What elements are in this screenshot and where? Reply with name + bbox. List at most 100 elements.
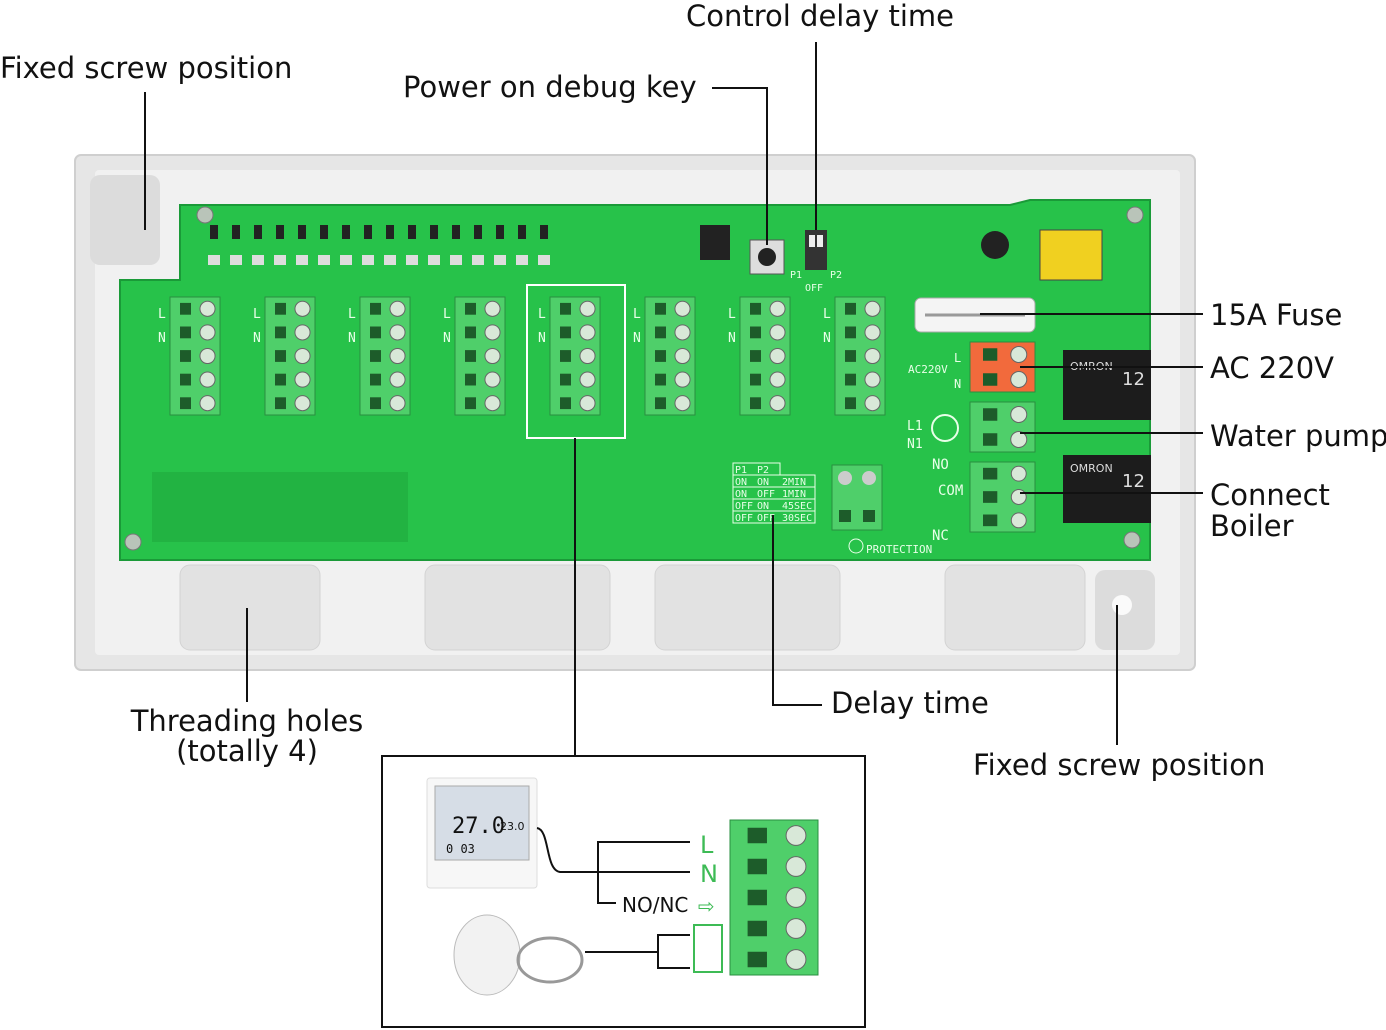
delay-table-cell: ON xyxy=(735,489,747,500)
delay-table-cell: 30SEC xyxy=(782,513,812,524)
callout-delay-time: Delay time xyxy=(831,686,989,720)
screw-icon xyxy=(199,324,216,341)
resistor xyxy=(428,255,440,265)
relay-pump: OMRON 12 xyxy=(1063,350,1151,420)
screw-icon xyxy=(389,300,406,317)
inset-nonc-label: NO/NC xyxy=(622,893,688,917)
inset-n-label: N xyxy=(700,860,718,888)
wire-slot xyxy=(180,302,191,315)
screw-icon xyxy=(785,887,807,908)
zone-l-label: L xyxy=(158,307,166,322)
wire-slot xyxy=(465,373,476,386)
wire-slot xyxy=(275,397,286,410)
inset-terminal xyxy=(729,819,819,976)
screw-icon xyxy=(294,324,311,341)
wire-slot xyxy=(370,350,381,362)
mount-screw xyxy=(1123,531,1141,549)
pump-icon xyxy=(931,414,959,442)
boiler-terminal xyxy=(969,461,1036,533)
transformer xyxy=(1039,229,1103,281)
led xyxy=(496,225,504,239)
screw-icon xyxy=(579,371,596,388)
zone-l-label: L xyxy=(538,307,546,322)
screw-icon xyxy=(294,300,311,317)
wire-slot xyxy=(275,350,286,362)
wire-slot xyxy=(983,348,998,361)
screw-icon xyxy=(484,300,501,317)
zone-l-label: L xyxy=(823,307,831,322)
resistor xyxy=(252,255,264,265)
zone-n-label: N xyxy=(158,331,166,346)
wire-slot xyxy=(845,326,856,339)
wire-slot xyxy=(560,373,571,386)
ac-l-label: L xyxy=(954,351,961,365)
screw-icon xyxy=(579,347,596,365)
delay-table-cell: ON xyxy=(757,477,769,488)
thermostat: 27.0 23.0 0 03 xyxy=(426,777,538,889)
screw-icon xyxy=(484,371,501,388)
led xyxy=(540,225,548,239)
resistor xyxy=(230,255,242,265)
mount-screw xyxy=(124,533,142,551)
screw-icon xyxy=(864,395,881,412)
inset-l-label: L xyxy=(700,831,714,859)
callout-water-pump: Water pump xyxy=(1210,419,1386,453)
resistor xyxy=(384,255,396,265)
screw-icon xyxy=(389,371,406,388)
callout-fuse: 15A Fuse xyxy=(1210,298,1342,332)
wire-slot xyxy=(465,350,476,362)
screw-icon xyxy=(864,300,881,317)
zone-terminal-7 xyxy=(739,296,791,416)
nc-label: NC xyxy=(932,528,949,544)
resistor xyxy=(340,255,352,265)
capacitor xyxy=(981,231,1009,259)
screw-icon xyxy=(199,371,216,388)
wire-slot xyxy=(750,350,761,362)
wire-slot xyxy=(465,397,476,410)
wire-slot xyxy=(845,302,856,315)
thermostat-temp: 27.0 xyxy=(452,814,505,839)
resistor xyxy=(494,255,506,265)
wire-slot xyxy=(750,397,761,410)
screw-icon xyxy=(1010,431,1028,448)
zone-n-label: N xyxy=(633,331,641,346)
led xyxy=(430,225,438,239)
zone-l-label: L xyxy=(728,307,736,322)
resistor xyxy=(274,255,286,265)
actuator xyxy=(453,914,584,996)
zone-l-label: L xyxy=(253,307,261,322)
resistor xyxy=(516,255,528,265)
screw-icon xyxy=(1010,406,1028,423)
screw-icon xyxy=(785,856,807,877)
screw-icon xyxy=(1010,465,1027,482)
screw-icon xyxy=(389,347,406,365)
thermostat-set-temp: 23.0 xyxy=(500,820,525,833)
wire-slot xyxy=(845,373,856,386)
led-row xyxy=(208,225,550,265)
wire-slot xyxy=(747,827,767,844)
screw-icon xyxy=(1010,512,1027,529)
delay-table-cell: P1 xyxy=(735,465,747,476)
zone-n-label: N xyxy=(728,331,736,346)
callout-lines xyxy=(144,42,1203,755)
delay-dip-switch[interactable] xyxy=(805,230,827,270)
threading-hole xyxy=(179,564,321,651)
wire-slot xyxy=(655,326,666,339)
wire-slot xyxy=(370,326,381,339)
wire-slot xyxy=(750,373,761,386)
zone-terminal-4-body xyxy=(454,296,506,416)
delay-table-cell: OFF xyxy=(735,513,753,524)
screw-icon xyxy=(674,300,691,317)
wire-slot xyxy=(655,373,666,386)
delay-table-cell: P2 xyxy=(757,465,769,476)
screw-icon xyxy=(785,949,807,970)
wire-slot xyxy=(465,326,476,339)
screw-icon xyxy=(769,324,786,341)
delay-table-cell: 2MIN xyxy=(782,477,806,488)
delay-table-cell: OFF xyxy=(735,501,753,512)
callout-connect-boiler-2: Boiler xyxy=(1210,509,1294,543)
delay-table-cell: 45SEC xyxy=(782,501,812,512)
led xyxy=(452,225,460,239)
